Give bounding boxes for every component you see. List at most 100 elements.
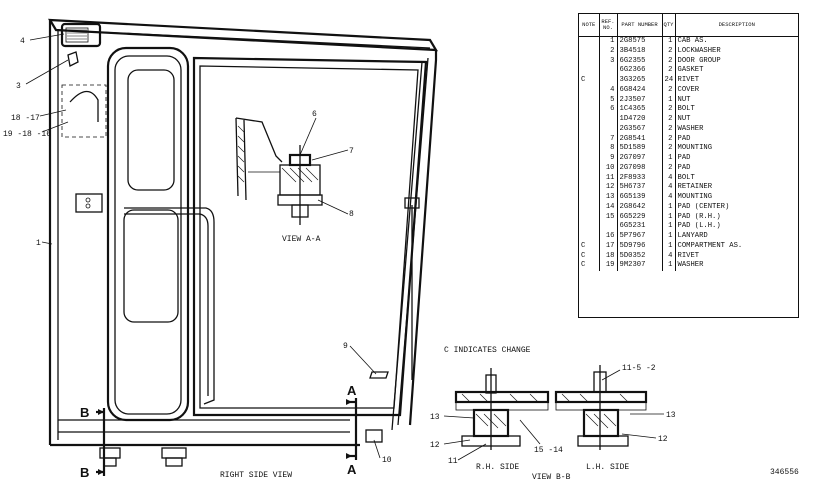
cell-note [579, 163, 600, 174]
cell-note [579, 105, 600, 115]
cell-note [579, 115, 600, 125]
leader-lines [25, 33, 664, 461]
section-markers: A A B B [80, 383, 358, 480]
cell-desc: NUT [677, 115, 691, 123]
cell-desc: PAD (L.H.) [677, 222, 721, 231]
cell-ref: 2 [599, 46, 618, 57]
cell-desc: RIVET [677, 76, 700, 84]
caption-view-bb: VIEW B-B [532, 473, 571, 482]
callout-labels: 4 3 18 -17 19 -18 -16 1 6 7 8 9 10 11-5 … [3, 37, 676, 466]
cell-qty: 2 [662, 85, 676, 96]
cell-ref: 13 [599, 193, 618, 203]
cell-part: 2G8575 [617, 36, 663, 47]
cell-note: C [579, 251, 600, 262]
cell-note [579, 202, 600, 213]
cell-part: 2G3567 [617, 124, 663, 135]
cell-note: C [579, 76, 600, 86]
cell-qty: 2 [662, 66, 676, 76]
cell-part: 6G2366 [617, 66, 663, 76]
cell-note [579, 134, 600, 145]
cell-ref: 5 [599, 95, 618, 106]
cell-note [579, 212, 600, 223]
cell-note [579, 183, 600, 193]
cell-ref: 3 [599, 56, 618, 67]
cell-note [579, 193, 600, 203]
cell-note [579, 46, 600, 57]
section-b-top-label: B [80, 405, 89, 420]
callout-8: 8 [349, 210, 354, 219]
cell-part: 2J3507 [617, 95, 663, 106]
callout-7: 7 [349, 147, 354, 156]
cell-part: 2G7098 [617, 163, 663, 174]
cell-qty: 2 [662, 56, 676, 67]
cell-part: 6G5231 [617, 222, 663, 232]
callout-4: 4 [20, 37, 25, 46]
cell-ref: 14 [599, 202, 618, 213]
cell-part: 6G8424 [617, 85, 663, 96]
cell-qty: 2 [662, 105, 676, 115]
cell-qty: 2 [662, 115, 676, 125]
cell-note [579, 66, 600, 76]
cell-desc: LOCKWASHER [677, 46, 721, 55]
cell-part: 6G5229 [617, 212, 663, 223]
cell-ref: 9 [599, 154, 618, 164]
caption-lh-side: L.H. SIDE [586, 463, 629, 472]
cell-qty: 24 [662, 76, 676, 86]
callout-15-14: 15 -14 [534, 446, 563, 455]
cell-ref [599, 115, 618, 125]
cell-desc: LANYARD [677, 232, 708, 240]
cell-qty: 1 [662, 241, 676, 252]
cell-ref [599, 76, 618, 86]
cell-part: 2G7097 [617, 154, 663, 164]
cell-part: 2F8933 [617, 173, 663, 184]
cell-ref: 4 [599, 85, 618, 96]
callout-6: 6 [312, 110, 317, 119]
cell-note: C [579, 241, 600, 252]
cell-qty: 2 [662, 134, 676, 145]
cell-desc: CAB AS. [677, 37, 708, 45]
note-legend: C INDICATES CHANGE [444, 346, 531, 355]
cell-qty: 1 [662, 212, 676, 223]
cell-desc: GASKET [677, 66, 704, 75]
parts-list-table: NOTE REF. NO. PART NUMBER QTY DESCRIPTIO… [578, 13, 799, 318]
captions: VIEW A-A RIGHT SIDE VIEW R.H. SIDE L.H. … [220, 235, 799, 482]
cell-desc: DOOR GROUP [677, 56, 721, 65]
cell-qty: 2 [662, 144, 676, 154]
cell-ref: 8 [599, 144, 618, 154]
cell-qty: 1 [662, 154, 676, 164]
cell-part: 5D0352 [617, 251, 663, 262]
cell-qty: 1 [662, 95, 676, 106]
section-a-top-label: A [347, 383, 357, 398]
cell-desc: RIVET [677, 251, 700, 260]
cell-desc: NUT [677, 95, 691, 104]
cell-part: 3G3265 [617, 76, 663, 86]
callout-11: 11 [448, 457, 458, 466]
callout-1: 1 [36, 239, 41, 248]
callout-12-right: 12 [658, 435, 668, 444]
callout-10: 10 [382, 456, 392, 465]
cell-part: 1C4365 [617, 105, 663, 115]
header-note: NOTE [579, 14, 600, 37]
cell-ref: 17 [599, 241, 618, 252]
callout-9: 9 [343, 342, 348, 351]
cell-part: 9M2307 [617, 261, 663, 271]
callout-12-left: 12 [430, 441, 440, 450]
cell-desc: MOUNTING [677, 193, 713, 201]
view-bb-detail [454, 365, 648, 450]
cell-ref [599, 222, 618, 232]
cell-qty: 2 [662, 46, 676, 57]
